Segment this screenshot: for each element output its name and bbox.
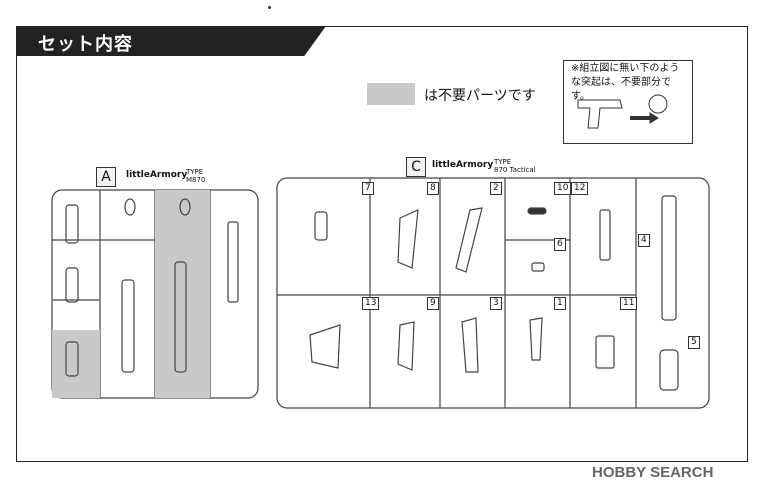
sprue-c <box>276 177 710 409</box>
part-number-tag: 12 <box>571 182 589 195</box>
sprue-c-model: 870 Tactical <box>494 166 536 174</box>
sprue-a-letter: A <box>96 167 116 187</box>
sprue-a-type: TYPE M870 <box>186 168 205 184</box>
sprue-a-type-label: TYPE <box>186 168 204 176</box>
sprue-c-type-label: TYPE <box>494 158 512 166</box>
part-number-tag: 6 <box>554 238 566 251</box>
scan-speck <box>268 6 271 9</box>
part-number-tag: 5 <box>688 336 700 349</box>
note-illustration <box>577 94 668 129</box>
note-text: ※組立図に無い下のような突起は、不要部分です。 <box>571 63 680 102</box>
page-title: セット内容 <box>38 34 133 55</box>
sprue-a-model: M870 <box>186 176 206 184</box>
part-number-tag: 9 <box>427 297 439 310</box>
part-number-tag: 8 <box>427 182 439 195</box>
part-number-tag: 4 <box>638 234 650 247</box>
part-number-tag: 3 <box>490 297 502 310</box>
part-number-tag: 13 <box>362 297 380 310</box>
part-number-tag: 7 <box>362 182 374 195</box>
part-number-tag: 10 <box>554 182 572 195</box>
sprue-c-type: TYPE 870 Tactical <box>494 158 536 174</box>
page-frame <box>16 26 748 462</box>
legend-text: は不要パーツです <box>424 88 536 104</box>
sprue-a-brand: littleArmory <box>126 170 188 180</box>
part-number-tag: 11 <box>620 297 638 310</box>
watermark: HOBBY SEARCH <box>592 464 714 481</box>
sprue-a <box>51 189 259 399</box>
unneeded-parts-swatch <box>367 83 415 105</box>
sprue-c-brand: littleArmory <box>432 160 494 170</box>
part-number-tag: 1 <box>554 297 566 310</box>
note-box <box>563 60 693 144</box>
part-number-tag: 2 <box>490 182 502 195</box>
sprue-c-letter: C <box>406 157 426 177</box>
title-bar <box>16 26 326 56</box>
